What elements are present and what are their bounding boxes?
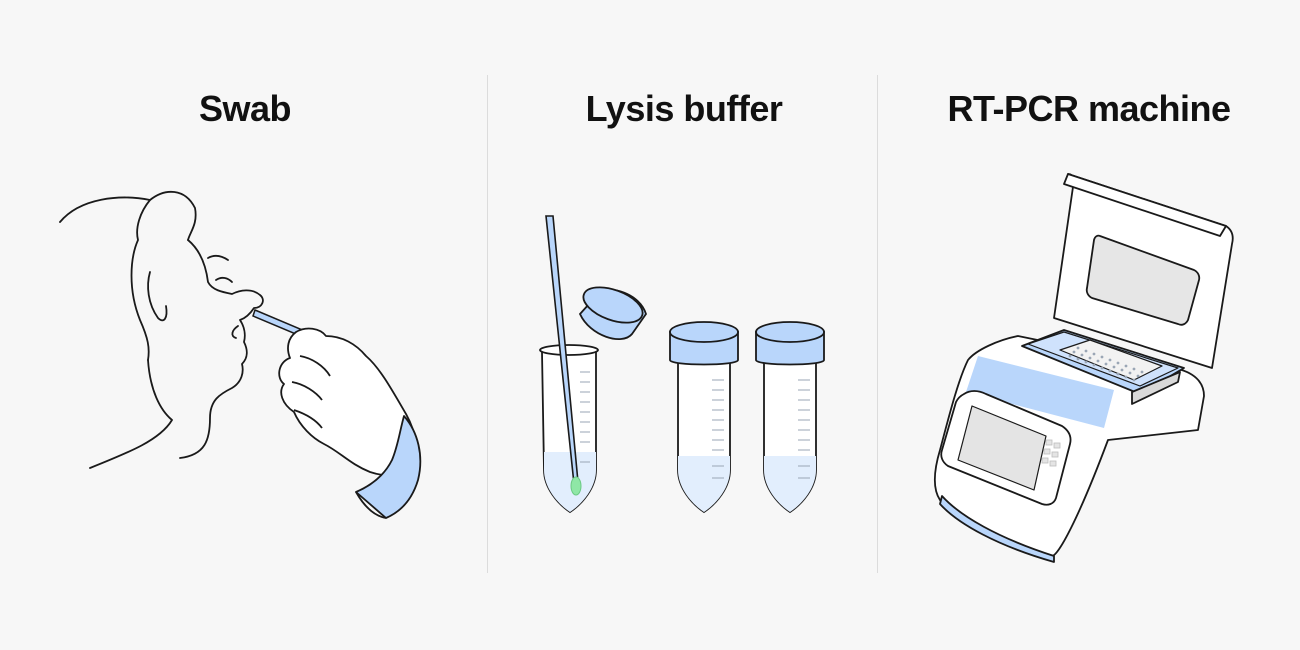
panel-title-swab: Swab bbox=[198, 88, 292, 129]
panel-lysis-buffer: Lysis buffer bbox=[490, 0, 878, 650]
panel-divider-1 bbox=[487, 75, 488, 573]
reagent-tube-icon bbox=[669, 321, 739, 514]
pcr-machine-icon bbox=[933, 173, 1234, 563]
panel-swab: Swab bbox=[0, 0, 490, 650]
tube-cap-icon bbox=[578, 286, 647, 340]
panel-title-rt-pcr-machine: RT-PCR machine bbox=[947, 88, 1231, 129]
panel-divider-2 bbox=[877, 75, 878, 573]
person-swab-icon bbox=[59, 191, 422, 519]
reagent-tube-icon-2 bbox=[755, 321, 825, 514]
sample-tube-with-swab-icon bbox=[539, 215, 599, 514]
lysis-tubes-illustration bbox=[539, 215, 825, 514]
panel-title-lysis-buffer: Lysis buffer bbox=[585, 88, 783, 129]
panel-rt-pcr-machine: RT-PCR machine bbox=[878, 0, 1300, 650]
